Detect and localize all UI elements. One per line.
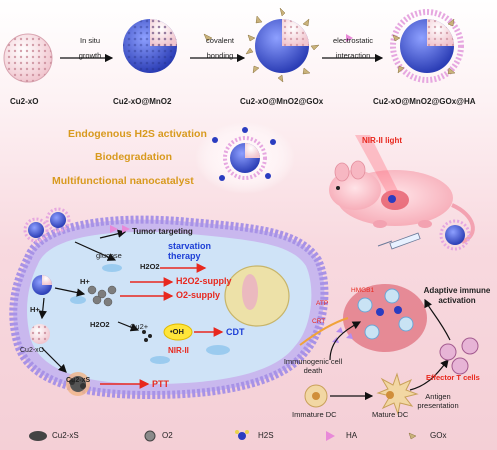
np-entering-2: [45, 207, 71, 233]
label-cu2xo-mno2-gox-ha: Cu2-xO@MnO2@GOx@HA: [373, 97, 476, 106]
mature-dc-label: Mature DC: [372, 410, 409, 419]
icd-label: Immunogenic cell death: [283, 357, 343, 375]
arrow-h2o2-to-cu: [117, 321, 140, 332]
label-cu2xo-mno2: Cu2-xO@MnO2: [113, 97, 172, 106]
injected-particle: [439, 219, 471, 251]
oh-burst: [163, 323, 193, 341]
gox-reagent-icon: [203, 33, 213, 42]
particle-cu2xo: [3, 33, 53, 83]
immature-dc-label: Immature DC: [292, 410, 337, 419]
tumor-targeting-label: Tumor targeting: [132, 227, 193, 236]
cu-ion-label: Cu2+: [130, 322, 149, 331]
immature-dc-cell: [304, 384, 328, 408]
legend-cu2xs-icon: [29, 431, 47, 441]
effector-label: Effector T cells: [426, 373, 480, 382]
h2o2-supply-label: H2O2-supply: [176, 276, 232, 286]
antigen-label: Antigen presentation: [417, 392, 459, 410]
nir-light-label: NIR-II light: [362, 136, 402, 145]
syringe-icon: [377, 232, 421, 250]
nir-ii-label: NIR-II: [168, 346, 189, 355]
legend-ha-label: HA: [346, 431, 358, 440]
mature-dc-cell: [376, 372, 419, 416]
glucose-label: glucose: [96, 251, 122, 260]
cdt-label: CDT: [226, 327, 245, 337]
o2-supply-label: O2-supply: [176, 290, 221, 300]
cu2xo-small-label: Cu2-xO: [20, 347, 45, 354]
arrow-t-to-tumor: [424, 298, 451, 341]
arrow-icd-to-dc: [329, 321, 362, 361]
arrow-degradation: [38, 297, 47, 320]
legend-o2-icon: [144, 430, 156, 442]
label-cu2xo: Cu2-xO: [10, 97, 39, 106]
crt-label: CRT: [312, 318, 326, 325]
feature-h2s-activation: Endogenous H2S activation: [68, 128, 207, 140]
feature-biodegradation: Biodegradation: [95, 151, 173, 163]
oh-label: •OH: [170, 327, 184, 336]
central-nanoparticle: [223, 136, 267, 180]
np-in-cell: [32, 275, 52, 295]
arrow-to-glucose: [74, 241, 117, 261]
ha-reagent-icon: [346, 34, 353, 42]
arrow-antigen: [409, 359, 449, 391]
cu2xs-label: Cu2-xS: [66, 377, 91, 384]
organelles: [70, 264, 230, 364]
icd-signal: [299, 317, 349, 346]
legend-o2-label: O2: [162, 431, 173, 440]
particle-cu2xo-mno2-gox: [245, 7, 320, 83]
legend-cu2xs-label: Cu2-xS: [52, 431, 79, 440]
legend-h2s-label: H2S: [258, 431, 274, 440]
particle-cu2xo-mno2: [123, 19, 177, 73]
nucleus: [224, 265, 290, 327]
arrow-targeting: [99, 229, 127, 239]
mouse-illustration: [329, 160, 475, 244]
legend-gox-label: GOx: [430, 431, 447, 440]
particle-cu2xo-mno2-gox-ha: [390, 9, 464, 83]
h-plus-2-label: H+: [30, 305, 40, 314]
atp-label: ATP: [316, 300, 329, 307]
legend-h2s-icon: [235, 430, 249, 440]
ptt-label: PTT: [152, 379, 169, 389]
feature-nanocatalyst: Multifunctional nanocatalyst: [52, 175, 194, 187]
h2o2-top-label: H2O2: [140, 262, 160, 271]
dying-tumor-cluster: [343, 284, 427, 352]
np-entering-1: [23, 217, 49, 243]
effector-t-cells: [439, 337, 479, 375]
arrow-to-cu2xs: [41, 347, 67, 373]
legend-gox-icon: [408, 432, 417, 440]
h-plus-1-label: H+: [80, 277, 90, 286]
arrow-to-o2: [54, 287, 86, 297]
ha-targeting-icons: [110, 225, 130, 233]
np-degraded: [30, 324, 50, 344]
cu-ion-dots: [142, 330, 152, 342]
starvation-label: starvation therapy: [168, 241, 212, 261]
adaptive-immune-label: Adaptive immune activation: [423, 286, 491, 305]
damp-molecules: [332, 327, 353, 343]
h2o2-bottom-label: H2O2: [90, 320, 110, 329]
h2s-molecules-top: [212, 127, 276, 181]
legend-ha-icon: [326, 431, 335, 441]
label-cu2xo-mno2-gox: Cu2-xO@MnO2@GOx: [240, 97, 324, 106]
hmgb1-label: HMGB1: [351, 287, 375, 294]
o2-bubbles: [87, 285, 117, 307]
nir-beam: [355, 135, 400, 195]
np-cu2xs: [66, 372, 90, 396]
